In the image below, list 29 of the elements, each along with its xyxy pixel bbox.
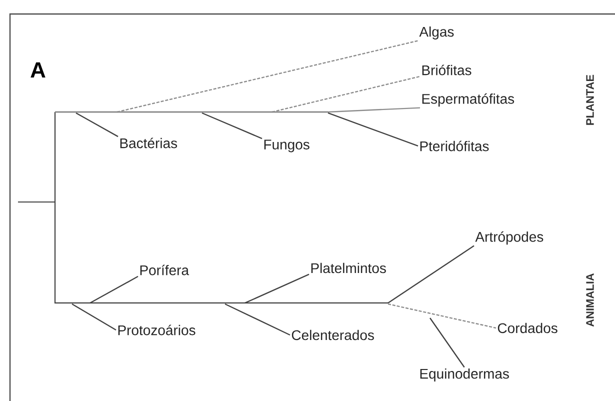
- branch-line: [116, 40, 418, 113]
- taxon-label: Porífera: [140, 264, 190, 276]
- taxon-label: Artrópodes: [475, 231, 544, 245]
- branch-line: [328, 112, 418, 147]
- taxon-label: Espermatófitas: [422, 93, 514, 107]
- taxon-label: Bactérias: [120, 138, 178, 148]
- branch-line: [224, 303, 290, 336]
- group-label: PLANTAE: [586, 74, 594, 125]
- branch-line: [244, 274, 310, 304]
- branch-line: [202, 112, 262, 140]
- branch-line: [90, 276, 138, 304]
- panel-letter: A: [30, 62, 46, 78]
- taxon-label: Algas: [419, 26, 454, 40]
- taxon-label: Pteridófitas: [420, 140, 489, 152]
- branch-line: [328, 107, 420, 113]
- branch-line: [272, 76, 420, 113]
- group-label: ANIMALIA: [586, 273, 594, 327]
- branch-line: [430, 318, 465, 368]
- taxon-label: Briófitas: [422, 64, 472, 76]
- taxon-label: Fungos: [264, 140, 310, 152]
- taxon-label: Cordados: [498, 322, 558, 334]
- branch-line: [388, 303, 496, 329]
- taxon-label: Celenterados: [292, 330, 374, 340]
- taxon-label: Equinodermas: [420, 368, 509, 382]
- branch-line: [76, 112, 118, 138]
- branch-line: [388, 245, 474, 304]
- taxon-label: Protozoários: [118, 324, 196, 336]
- taxon-label: Platelmintos: [311, 262, 386, 274]
- branch-line: [72, 303, 116, 330]
